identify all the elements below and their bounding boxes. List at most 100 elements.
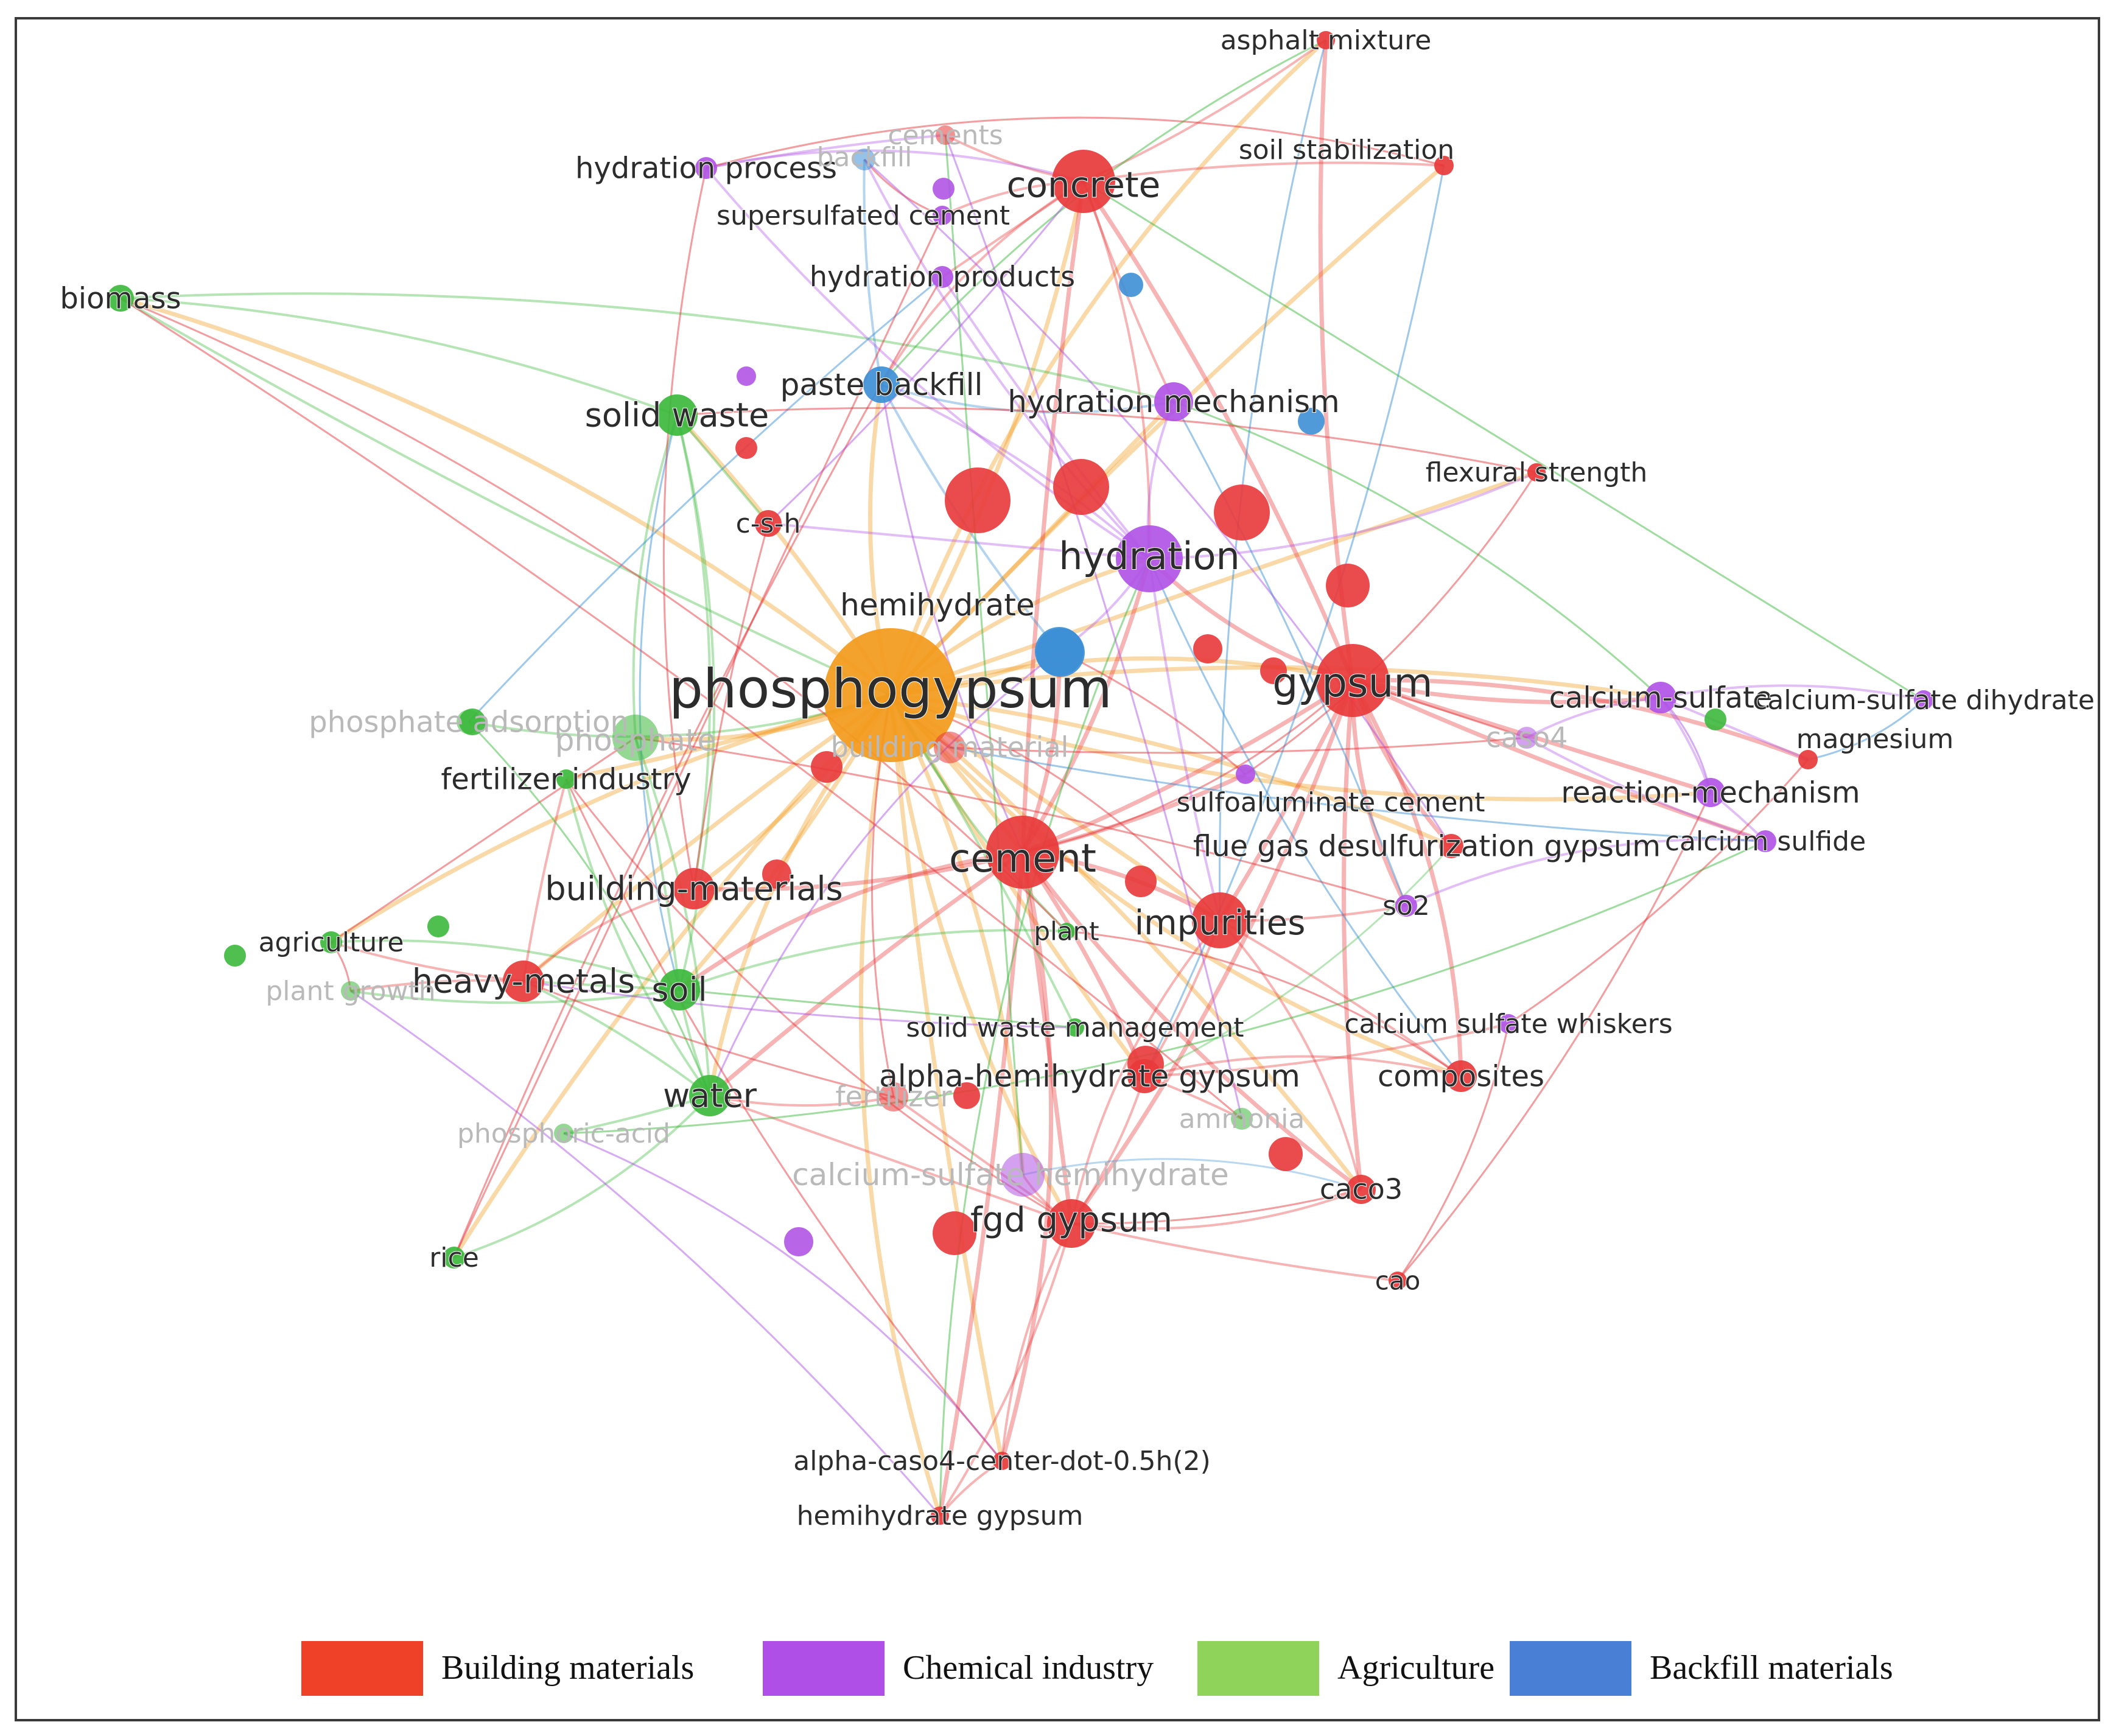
network-link xyxy=(939,558,1151,1516)
network-node-backfill xyxy=(853,149,875,170)
node-label: calcium-sulfate xyxy=(1549,681,1773,715)
node-label: fertilizer industry xyxy=(441,762,691,796)
node-label: fgd gypsum xyxy=(970,1200,1172,1240)
network-link xyxy=(1082,181,1151,559)
network-link xyxy=(767,181,1085,525)
network-node xyxy=(737,366,756,386)
network-node-building-materials xyxy=(673,868,715,909)
network-link xyxy=(1148,558,1462,1077)
network-link xyxy=(639,415,681,990)
network-link xyxy=(1352,677,1809,762)
network-link xyxy=(889,693,1363,1191)
network-link xyxy=(709,650,1060,1096)
network-link xyxy=(1396,792,1712,1281)
network-link xyxy=(119,297,891,696)
network-link xyxy=(939,1223,1073,1517)
network-link xyxy=(679,989,1076,1029)
network-link xyxy=(678,850,1023,992)
network-link xyxy=(565,779,1072,1225)
network-link xyxy=(453,276,944,1258)
network-link xyxy=(635,737,1407,907)
network-link xyxy=(1144,845,1452,1077)
network-node xyxy=(427,915,449,937)
network-link xyxy=(120,297,1242,1120)
network-node xyxy=(1326,564,1370,607)
network-link xyxy=(468,276,943,723)
network-node-solid-waste xyxy=(656,394,698,436)
network-link xyxy=(565,779,1072,1225)
network-link xyxy=(1144,845,1452,1077)
network-link xyxy=(120,296,892,697)
network-link xyxy=(1173,401,1662,699)
node-label: magnesium xyxy=(1796,724,1954,755)
network-link xyxy=(635,737,1407,907)
network-node xyxy=(1269,1137,1303,1171)
legend-swatch xyxy=(1510,1641,1631,1696)
network-link xyxy=(350,990,941,1516)
network-link xyxy=(1071,1222,1398,1282)
node-label: soil stabilization xyxy=(1239,135,1454,166)
network-link xyxy=(1066,930,1462,1077)
node-label: c-s-h xyxy=(736,508,801,539)
network-link xyxy=(522,887,695,982)
network-link xyxy=(565,779,1003,1461)
network-node xyxy=(933,1211,976,1255)
network-link xyxy=(468,721,711,1096)
node-label: water xyxy=(663,1076,757,1115)
network-link xyxy=(863,159,943,217)
network-link xyxy=(523,980,1076,1029)
node-label: calcium sulfate whiskers xyxy=(1344,1009,1672,1040)
network-link xyxy=(662,167,707,889)
node-label: hemihydrate gypsum xyxy=(797,1500,1084,1531)
network-node-fgd-gypsum xyxy=(1047,1199,1096,1248)
network-node-biomass xyxy=(107,285,134,312)
network-node-ammonia xyxy=(1231,1108,1253,1130)
node-label: caso4 xyxy=(1486,721,1568,754)
network-node-caso4 xyxy=(1516,727,1538,749)
network-link xyxy=(944,135,1243,1119)
network-link xyxy=(454,1094,711,1259)
network-link xyxy=(889,693,1462,1079)
network-link xyxy=(863,158,1452,847)
network-node-water xyxy=(689,1075,730,1116)
node-label: cement xyxy=(949,836,1096,881)
network-link xyxy=(858,695,942,1517)
network-link xyxy=(706,134,946,169)
network-link xyxy=(880,180,1085,386)
network-node xyxy=(933,178,955,200)
network-link xyxy=(709,1094,1072,1225)
legend-label: Backfill materials xyxy=(1650,1649,1893,1687)
node-label: plant growth xyxy=(265,976,435,1007)
network-link xyxy=(120,297,1242,1120)
network-node-cements xyxy=(936,125,955,145)
network-link xyxy=(1396,1023,1510,1281)
network-link xyxy=(863,159,943,217)
network-node xyxy=(224,945,246,967)
network-link xyxy=(1508,759,1809,1025)
network-node-flexural-strength xyxy=(1527,463,1546,481)
network-link xyxy=(1396,792,1712,1281)
node-label: flue gas desulfurization gypsum xyxy=(1193,829,1661,863)
network-link xyxy=(563,840,1766,1135)
network-link xyxy=(679,989,1076,1029)
network-node-flue-gas-desulfurization-gypsum xyxy=(1439,834,1463,858)
network-node-composites xyxy=(1445,1060,1477,1092)
network-link xyxy=(679,989,1076,1029)
network-node-hydration-products xyxy=(931,266,953,288)
network-link xyxy=(1245,472,1538,775)
network-link xyxy=(939,1460,1003,1517)
network-link xyxy=(1660,684,1924,701)
network-node xyxy=(945,467,1011,533)
network-link xyxy=(676,415,712,889)
network-node-hydration-mechanism xyxy=(1154,382,1193,421)
network-link xyxy=(350,989,680,1004)
network-link xyxy=(1071,1188,1362,1225)
network-link xyxy=(693,523,769,889)
node-label: phosphoric-acid xyxy=(457,1118,670,1149)
network-node xyxy=(953,1082,980,1109)
network-node-agriculture xyxy=(320,931,342,953)
network-link xyxy=(565,779,711,1097)
network-link xyxy=(944,135,1024,1175)
network-node-paste-backfill xyxy=(863,366,900,403)
